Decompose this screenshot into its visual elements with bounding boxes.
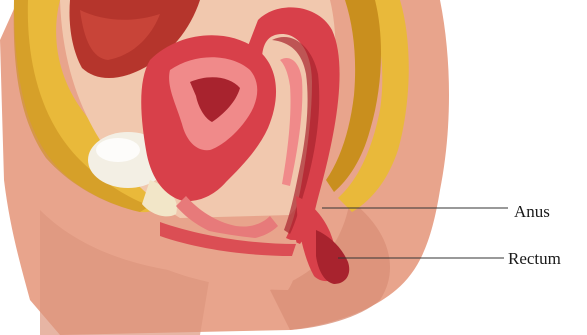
- rectum-label: Rectum: [508, 250, 561, 267]
- bladder-shade: [96, 138, 140, 162]
- anus-label: Anus: [514, 203, 550, 220]
